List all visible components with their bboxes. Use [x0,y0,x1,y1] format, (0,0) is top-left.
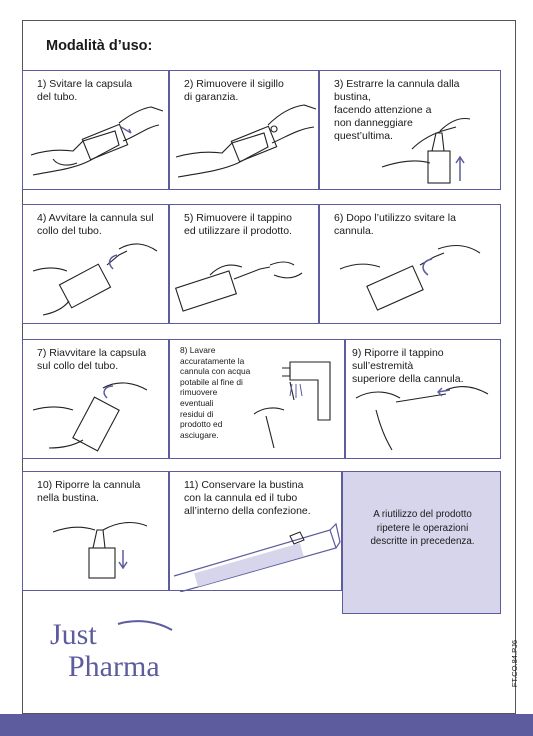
step-caption: 9) Riporre il tappino sull’estremità sup… [352,347,464,385]
wash-cannula-illustration [253,361,331,449]
step-panel-4: 4) Avvitare la cannula sul collo del tub… [22,204,169,324]
step-panel-3: 3) Estrarre la cannula dalla bustina, fa… [319,70,501,190]
step-caption: 2) Rimuovere il sigillo di garanzia. [184,78,284,103]
info-box: A riutilizzo del prodotto ripetere le op… [342,471,501,614]
step-caption: 11) Conservare la bustina con la cannula… [184,479,311,517]
step-panel-8: 8) Lavare accuratamente la cannula con a… [169,339,345,459]
use-product-illustration [174,261,303,312]
step-panel-7: 7) Riavvitare la capsula sul collo del t… [22,339,169,459]
replace-cap-illustration [355,385,489,451]
step-caption: 4) Avvitare la cannula sul collo del tub… [37,212,154,237]
step-panel-9: 9) Riporre il tappino sull’estremità sup… [345,339,501,459]
rescrew-cap-illustration [32,382,148,452]
step-panel-10: 10) Riporre la cannula nella bustina. [22,471,169,591]
document-code: FT.CO.84.PJ6 [510,640,519,688]
remove-seal-illustration [175,104,317,178]
step-caption: 5) Rimuovere il tappino ed utilizzare il… [184,212,292,237]
store-in-package-illustration [173,522,341,592]
unscrew-cannula-illustration [339,244,481,311]
step-panel-1: 1) Svitare la capsula del tubo. [22,70,169,190]
step-caption: 6) Dopo l’utilizzo svitare la cannula. [334,212,456,237]
step-caption: 3) Estrarre la cannula dalla bustina, fa… [334,78,460,142]
screw-cannula-illustration [32,243,158,316]
footer-bar [0,714,533,736]
step-panel-2: 2) Rimuovere il sigillo di garanzia. [169,70,319,190]
info-text: A riutilizzo del prodotto ripetere le op… [370,509,475,547]
hand-unscrew-cap-illustration [30,106,164,176]
step-caption: 7) Riavvitare la capsula sul collo del t… [37,347,147,372]
step-caption: 10) Riporre la cannula nella bustina. [37,479,141,504]
logo-line1: Just [50,618,97,651]
step-caption: 1) Svitare la capsula del tubo. [37,78,133,103]
just-pharma-logo: Just Pharma [50,618,173,683]
logo-line2: Pharma [68,650,160,683]
step-panel-5: 5) Rimuovere il tappino ed utilizzare il… [169,204,319,324]
insert-cannula-illustration [52,521,148,579]
extract-cannula-illustration [381,117,471,184]
step-panel-6: 6) Dopo l’utilizzo svitare la cannula. [319,204,501,324]
page-title: Modalità d’uso: [46,38,153,54]
step-caption: 8) Lavare accuratamente la cannula con a… [180,345,251,440]
step-panel-11: 11) Conservare la bustina con la cannula… [169,471,342,592]
